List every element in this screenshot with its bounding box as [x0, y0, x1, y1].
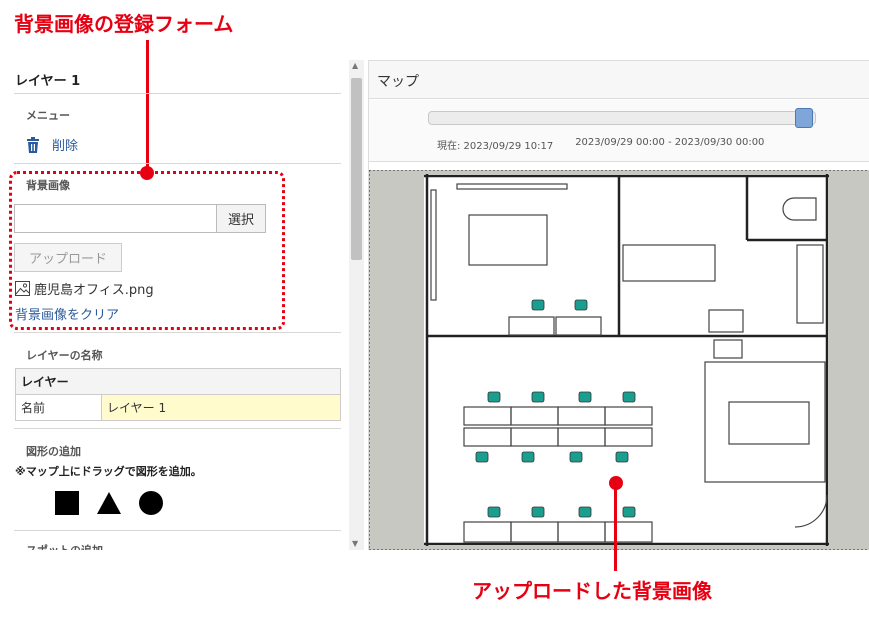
- table-header: レイヤー: [15, 368, 341, 395]
- layer-name-label: レイヤーの名称: [26, 349, 103, 362]
- image-callout-line: [614, 483, 617, 571]
- time-slider[interactable]: [428, 111, 816, 125]
- form-highlight-box: [9, 171, 285, 330]
- current-time: 現在: 2023/09/29 10:17: [437, 141, 554, 152]
- bg-image-input[interactable]: [14, 204, 216, 233]
- bg-image-input-row: 選択: [14, 204, 266, 233]
- table-row: 名前 レイヤー 1: [15, 394, 341, 421]
- map-panel: マップ 現在: 2023/09/29 10:17 2023/09/29 00:0…: [368, 60, 869, 550]
- floorplan-background-image[interactable]: [369, 170, 869, 550]
- divider: [14, 530, 341, 531]
- scrollbar-thumb[interactable]: [351, 78, 362, 260]
- image-callout-label: アップロードした背景画像: [472, 579, 712, 603]
- name-key: 名前: [15, 394, 102, 421]
- form-callout-line: [146, 40, 149, 172]
- triangle-icon[interactable]: [97, 491, 121, 515]
- time-range: 2023/09/29 00:00 - 2023/09/30 00:00: [575, 137, 765, 148]
- uploaded-file: 鹿児島オフィス.png: [15, 279, 154, 298]
- time-controls: 現在: 2023/09/29 10:17 2023/09/29 00:00 - …: [369, 100, 869, 162]
- scroll-up-icon[interactable]: ▲: [352, 61, 359, 70]
- delete-label: 削除: [52, 139, 79, 154]
- layer-title: レイヤー 1: [15, 74, 81, 89]
- delete-button[interactable]: 削除: [26, 135, 78, 154]
- divider: [14, 428, 341, 429]
- time-slider-handle[interactable]: [795, 108, 814, 128]
- clear-bg-image-link[interactable]: 背景画像をクリア: [15, 308, 120, 323]
- image-file-icon: [15, 281, 30, 296]
- square-icon[interactable]: [55, 491, 79, 515]
- divider: [14, 163, 341, 164]
- shape-palette: [55, 491, 163, 515]
- spot-add-label: スポットの追加: [26, 542, 103, 550]
- shape-note: ※マップ上にドラッグで図形を追加。: [15, 465, 202, 478]
- upload-button[interactable]: アップロード: [14, 243, 122, 272]
- form-callout-label: 背景画像の登録フォーム: [14, 12, 234, 36]
- trash-icon: [27, 136, 39, 153]
- bg-image-label: 背景画像: [26, 179, 70, 192]
- map-header: マップ: [369, 60, 869, 99]
- layer-name-table: レイヤー 名前 レイヤー 1: [15, 368, 341, 421]
- layer-settings-panel: レイヤー 1 メニュー 削除 背景画像 選択 アップロード 鹿児島オフィス.pn…: [0, 60, 345, 550]
- select-file-button[interactable]: 選択: [216, 204, 266, 233]
- time-readout: 現在: 2023/09/29 10:17 2023/09/29 00:00 - …: [437, 137, 764, 152]
- file-name: 鹿児島オフィス.png: [34, 283, 154, 298]
- circle-icon[interactable]: [139, 491, 163, 515]
- scroll-down-icon[interactable]: ▼: [352, 539, 359, 548]
- name-field[interactable]: レイヤー 1: [101, 394, 341, 421]
- divider: [14, 93, 341, 94]
- shape-add-label: 図形の追加: [26, 445, 81, 458]
- menu-label: メニュー: [26, 109, 70, 122]
- divider: [14, 332, 341, 333]
- map-title: マップ: [377, 74, 419, 90]
